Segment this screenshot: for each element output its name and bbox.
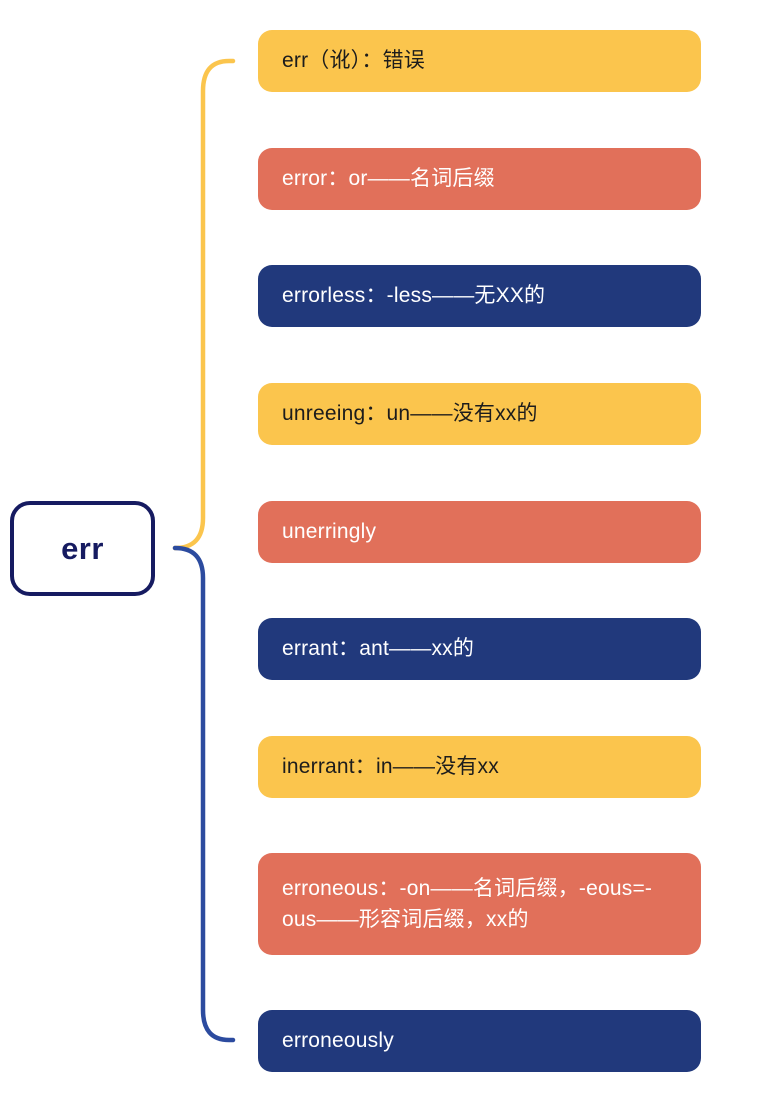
branch-node[interactable]: err（讹）：错误 [258, 30, 701, 92]
branch-node[interactable]: erroneously [258, 1010, 701, 1072]
branch-node[interactable]: unreeing：un——没有xx的 [258, 383, 701, 445]
branch-node[interactable]: inerrant：in——没有xx [258, 736, 701, 798]
branch-node-label: error：or——名词后缀 [282, 167, 495, 191]
branch-node-label: unerringly [282, 520, 377, 544]
branch-node-label: unreeing：un——没有xx的 [282, 402, 538, 426]
branch-node[interactable]: error：or——名词后缀 [258, 148, 701, 210]
branch-node[interactable]: erroneous：-on——名词后缀，-eous=-ous——形容词后缀，xx… [258, 853, 701, 955]
root-node-label: err [61, 530, 104, 566]
branch-node-label: errorless：-less——无XX的 [282, 284, 546, 308]
branch-node-label: err（讹）：错误 [282, 49, 425, 73]
branch-node-label: erroneous：-on——名词后缀，-eous=-ous——形容词后缀，xx… [282, 876, 653, 932]
branch-node[interactable]: errant：ant——xx的 [258, 618, 701, 680]
branch-node[interactable]: errorless：-less——无XX的 [258, 265, 701, 327]
root-node[interactable]: err [10, 501, 155, 596]
branch-node-label: inerrant：in——没有xx [282, 755, 499, 779]
branch-node-label: errant：ant——xx的 [282, 637, 475, 661]
branch-node[interactable]: unerringly [258, 501, 701, 563]
branch-node-label: erroneously [282, 1029, 394, 1053]
